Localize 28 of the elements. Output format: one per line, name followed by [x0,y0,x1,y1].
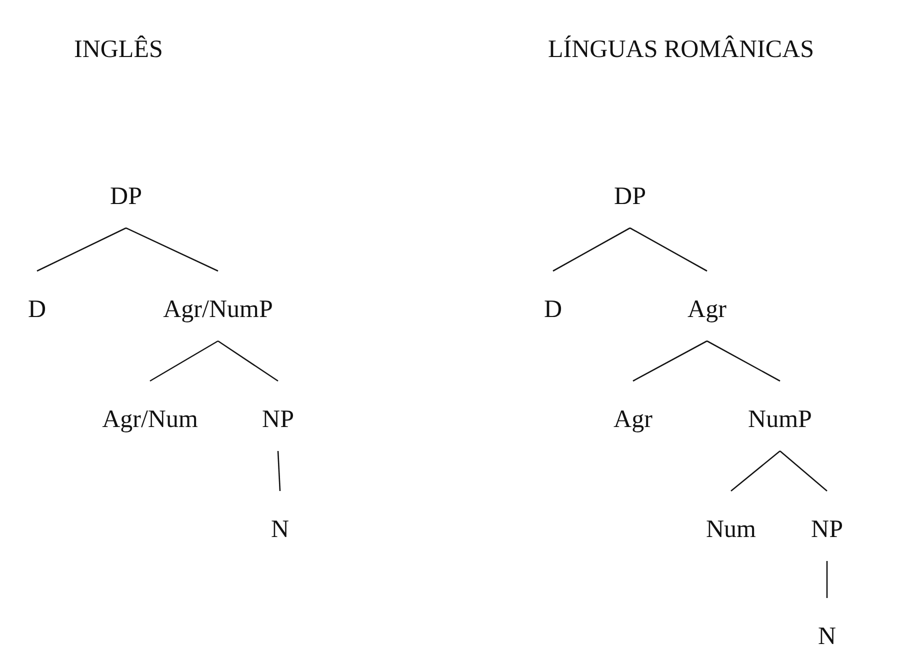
tree-node-label: Num [706,513,756,547]
tree-node-label: NP [811,513,843,547]
tree-node-label: DP [614,180,646,214]
tree-branch [630,227,708,272]
tree-title: INGLÊS [74,36,163,64]
tree-node-label: NP [262,403,294,437]
tree-branch [780,450,828,492]
tree-branch [552,227,630,272]
tree-branch [36,227,126,272]
tree-branch [632,340,708,382]
tree-node-label: DP [110,180,142,214]
tree-branch [706,340,780,382]
tree-node-label: N [818,620,836,651]
tree-branch [218,340,278,382]
tree-node-label: NumP [748,403,812,437]
tree-branch [826,561,828,598]
tree-title: LÍNGUAS ROMÂNICAS [548,36,814,64]
tree-node-label: Agr/Num [102,403,198,437]
tree-branch [150,340,218,382]
tree-branch [277,450,281,492]
tree-node-label: N [270,513,290,547]
tree-branch [126,227,218,272]
tree-node-label: Agr/NumP [163,293,273,327]
tree-node-label: Agr [688,293,726,327]
tree-node-label: D [28,293,46,327]
tree-branch [730,450,780,492]
tree-node-label: D [544,293,562,327]
tree-node-label: Agr [614,403,652,437]
